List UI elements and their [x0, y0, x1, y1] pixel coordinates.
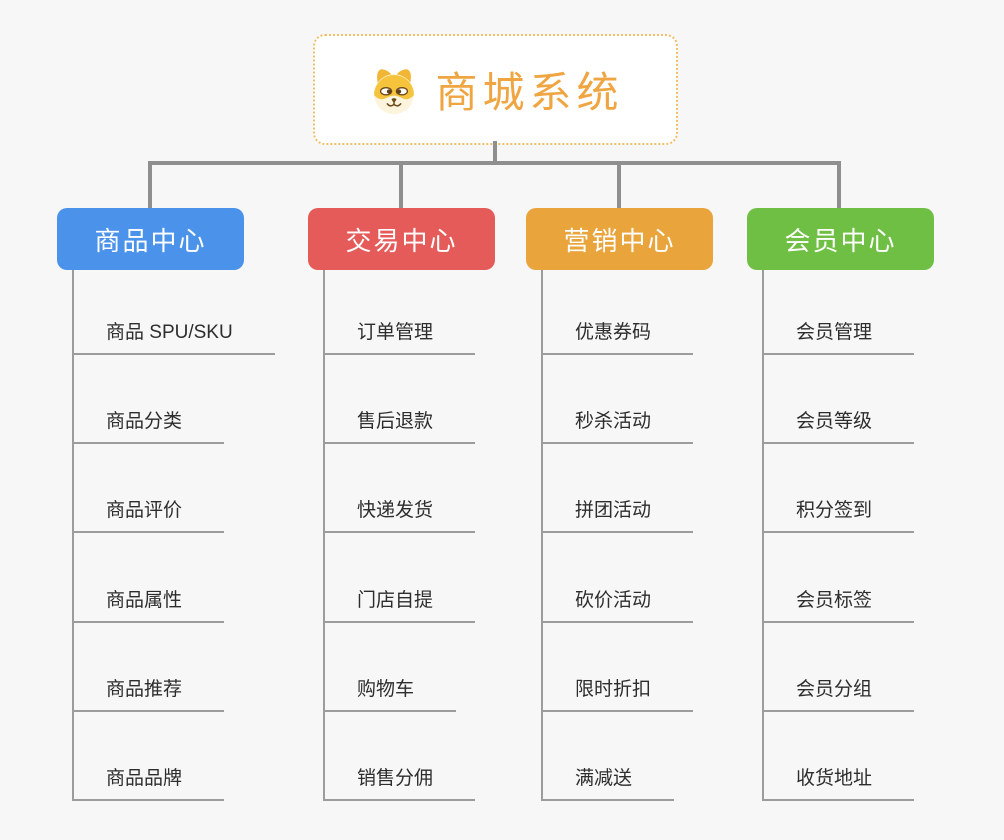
leaf-node[interactable]: 会员等级: [762, 409, 915, 444]
connector-drop-trade: [399, 161, 403, 208]
dog-face-icon: [374, 68, 415, 114]
branch-column-trade: 交易中心 订单管理 售后退款 快递发货 门店自提 购物车 销售分佣: [308, 208, 495, 808]
leaf-node[interactable]: 门店自提: [323, 588, 476, 623]
leaf-node[interactable]: 商品推荐: [72, 677, 225, 712]
connector-root-stub: [493, 141, 497, 163]
leaf-node[interactable]: 购物车: [323, 677, 457, 712]
leaf-node[interactable]: 订单管理: [323, 320, 476, 355]
connector-horizontal: [148, 161, 841, 165]
branch-column-member: 会员中心 会员管理 会员等级 积分签到 会员标签 会员分组 收货地址: [747, 208, 934, 808]
branch-label: 营销中心: [563, 225, 676, 256]
leaf-node[interactable]: 快递发货: [323, 498, 476, 533]
branch-column-marketing: 营销中心 优惠券码 秒杀活动 拼团活动 砍价活动 限时折扣 满减送: [526, 208, 713, 808]
leaf-node[interactable]: 会员管理: [762, 320, 915, 355]
leaf-node[interactable]: 商品 SPU/SKU: [72, 320, 275, 355]
leaf-node[interactable]: 砍价活动: [541, 588, 694, 623]
branch-node-trade-center[interactable]: 交易中心: [308, 208, 495, 270]
leaf-node[interactable]: 会员分组: [762, 677, 915, 712]
leaf-node[interactable]: 优惠券码: [541, 320, 694, 355]
branch-node-product-center[interactable]: 商品中心: [57, 208, 244, 270]
leaf-node[interactable]: 销售分佣: [323, 766, 476, 801]
branch-spine: [323, 270, 325, 801]
branch-node-marketing-center[interactable]: 营销中心: [526, 208, 713, 270]
leaf-node[interactable]: 售后退款: [323, 409, 476, 444]
connector-drop-product: [148, 161, 152, 208]
branch-node-member-center[interactable]: 会员中心: [747, 208, 934, 270]
leaf-node[interactable]: 商品评价: [72, 498, 225, 533]
leaf-node[interactable]: 收货地址: [762, 766, 915, 801]
leaf-node[interactable]: 拼团活动: [541, 498, 694, 533]
connector-drop-marketing: [617, 161, 621, 208]
leaf-node[interactable]: 满减送: [541, 766, 675, 801]
branch-column-product: 商品中心 商品 SPU/SKU 商品分类 商品评价 商品属性 商品推荐 商品品牌: [57, 208, 275, 808]
leaf-node[interactable]: 商品分类: [72, 409, 225, 444]
branch-spine: [762, 270, 764, 801]
root-node-mall-system[interactable]: 商城系统: [313, 34, 678, 145]
leaf-node[interactable]: 积分签到: [762, 498, 915, 533]
leaf-node[interactable]: 商品属性: [72, 588, 225, 623]
branch-label: 会员中心: [784, 225, 897, 256]
leaf-node[interactable]: 会员标签: [762, 588, 915, 623]
root-node-title: 商城系统: [435, 69, 624, 116]
branch-label: 交易中心: [345, 225, 458, 256]
leaf-node[interactable]: 秒杀活动: [541, 409, 694, 444]
leaf-node[interactable]: 限时折扣: [541, 677, 694, 712]
branch-label: 商品中心: [94, 225, 207, 256]
branch-spine: [72, 270, 74, 801]
connector-drop-member: [837, 161, 841, 208]
branch-spine: [541, 270, 543, 801]
leaf-node[interactable]: 商品品牌: [72, 766, 225, 801]
